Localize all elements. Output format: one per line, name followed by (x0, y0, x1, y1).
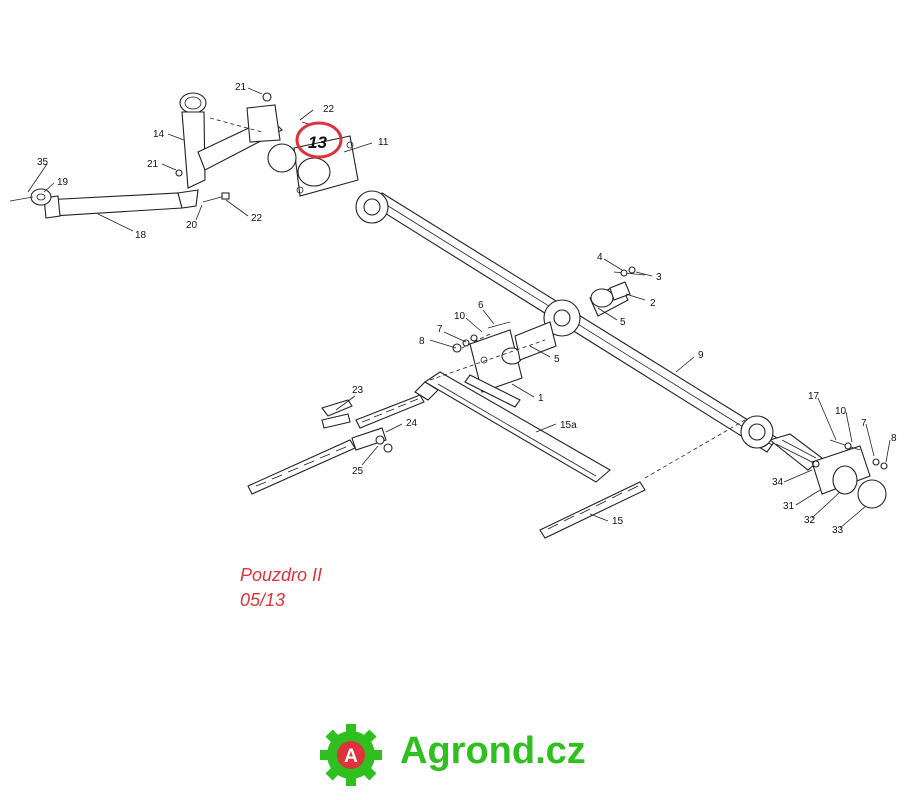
frame-arm (179, 92, 283, 189)
label-24: 24 (406, 418, 418, 429)
bracket-lower (469, 321, 557, 393)
brand-logo: A Agrond.cz (318, 722, 618, 788)
plate-24 (351, 427, 393, 453)
gear-icon: A (320, 724, 382, 786)
label-21a: 21 (235, 82, 247, 93)
label-22a: 22 (323, 104, 335, 115)
label-19: 19 (57, 177, 69, 188)
label-23: 23 (352, 385, 364, 396)
caption-date: 05/13 (240, 590, 286, 610)
label-33: 33 (832, 525, 844, 536)
label-21b: 21 (147, 159, 159, 170)
hook-23 (321, 399, 353, 429)
sprocket-right (740, 415, 774, 449)
caption-title: Pouzdro II (240, 565, 323, 585)
label-5b: 5 (554, 354, 560, 365)
label-25: 25 (352, 466, 364, 477)
label-10b: 10 (835, 406, 847, 417)
leader-lines (27, 87, 891, 529)
label-32: 32 (804, 515, 816, 526)
label-22b: 22 (251, 213, 263, 224)
sprocket-left (355, 190, 389, 224)
label-5a: 5 (620, 317, 626, 328)
label-14: 14 (153, 129, 165, 140)
lever-arm (9, 92, 272, 219)
bearing-assembly (267, 121, 359, 197)
label-11: 11 (378, 137, 389, 148)
label-7a: 7 (437, 324, 443, 335)
label-35: 35 (37, 157, 49, 168)
bracket-upper (589, 281, 631, 317)
label-7b: 7 (861, 418, 867, 429)
label-6: 6 (478, 300, 484, 311)
label-2: 2 (650, 298, 656, 309)
label-10a: 10 (454, 311, 466, 322)
label-8b: 8 (891, 433, 897, 444)
label-31: 31 (783, 501, 795, 512)
label-17: 17 (808, 391, 820, 402)
brand-badge: A (344, 746, 358, 767)
chain-upper (355, 394, 425, 429)
caption: Pouzdro II 05/13 (240, 563, 322, 613)
chain-lower-right (429, 339, 746, 539)
chain-lower-left (247, 439, 356, 495)
end-bearing (811, 439, 888, 509)
chain-harrow (414, 371, 611, 483)
label-34: 34 (772, 477, 784, 488)
label-20: 20 (186, 220, 198, 231)
label-15: 15 (612, 516, 624, 527)
label-1: 1 (538, 393, 544, 404)
fasteners-middle (452, 266, 646, 353)
label-13: 13 (308, 133, 327, 152)
label-3: 3 (656, 272, 662, 283)
sprocket-middle (543, 299, 581, 337)
label-9: 9 (698, 350, 704, 361)
label-4: 4 (597, 252, 603, 263)
label-8a: 8 (419, 336, 425, 347)
label-18: 18 (135, 230, 147, 241)
label-15a: 15a (560, 420, 577, 431)
highlight-circle (295, 121, 343, 159)
brand-name: Agrond.cz (400, 730, 586, 772)
part-labels: 21 22 13 11 14 21 35 19 18 20 22 4 3 2 5… (37, 82, 897, 536)
